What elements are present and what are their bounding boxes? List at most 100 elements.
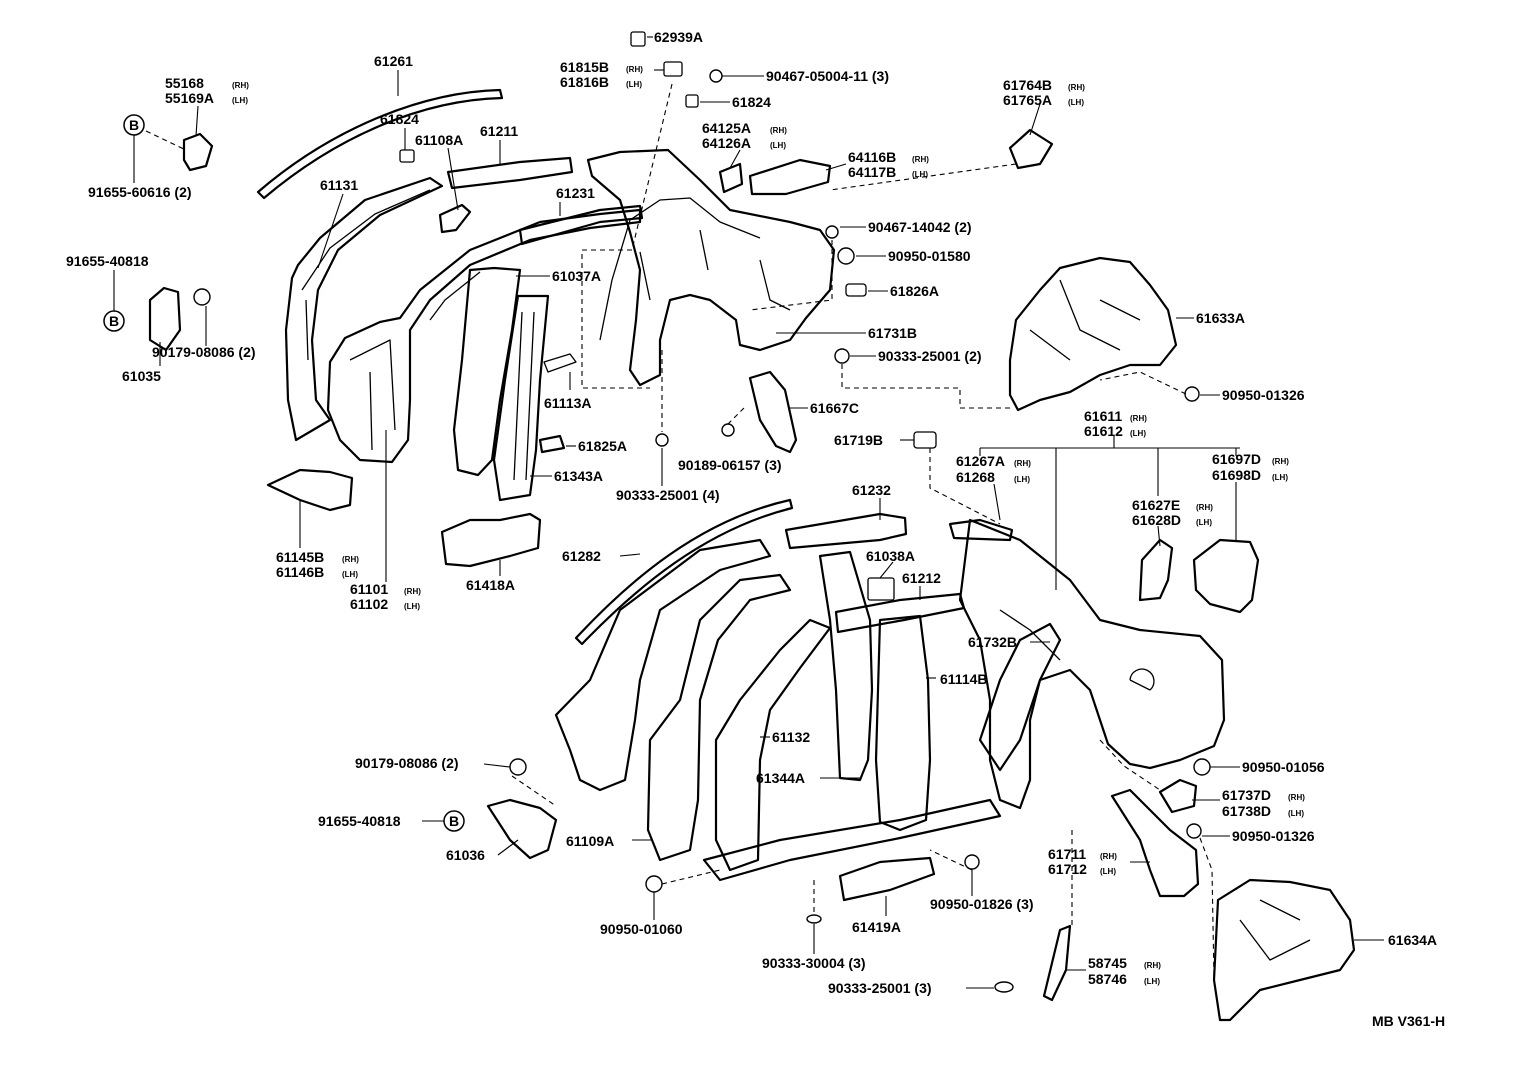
part-number-label: 61732B: [968, 634, 1017, 650]
part-61145B: [266, 468, 354, 512]
part-61212: [834, 592, 966, 634]
part-61667C: [748, 370, 798, 454]
part-number-label: 90189-06157 (3): [678, 457, 782, 473]
part-number-label: 61036: [446, 847, 485, 863]
part-number-label: 58746: [1088, 971, 1127, 987]
nut-90950-01580: [837, 247, 855, 265]
part-55168: [182, 132, 214, 172]
callout-labels: 62939A 61815B (RH) 61816B (LH) 90467-050…: [66, 29, 1437, 996]
part-number-label: 61667C: [810, 400, 859, 416]
part-number-label: 61232: [852, 482, 891, 498]
part-61109A-b: [646, 573, 792, 862]
part-number-label: 61719B: [834, 432, 883, 448]
side-marker: (RH): [1014, 459, 1031, 468]
part-number-label: 61146B: [276, 564, 324, 580]
clip-61824-top: [685, 94, 699, 108]
part-61634A-inner: [1239, 899, 1311, 961]
side-marker: (RH): [1100, 852, 1117, 861]
side-marker: (LH): [1130, 429, 1146, 438]
part-61633A-inner: [1029, 279, 1141, 361]
side-marker: (LH): [1014, 475, 1030, 484]
part-number-label: 61815B: [560, 59, 609, 75]
part-number-label: 61211: [480, 123, 518, 139]
svg-text:B: B: [129, 117, 139, 133]
part-number-label: 61145B: [276, 549, 324, 565]
part-61711: [1110, 788, 1200, 898]
part-number-label: 61419A: [852, 919, 901, 935]
side-marker: (RH): [342, 555, 359, 564]
part-number-label: 61826A: [890, 283, 939, 299]
clip-90467-05004: [709, 69, 723, 83]
nut-90950-01826: [964, 854, 980, 870]
part-number-label: 90179-08086 (2): [152, 344, 256, 360]
side-marker: (RH): [770, 126, 787, 135]
part-number-label: 90333-25001 (2): [878, 348, 982, 364]
part-61232: [784, 512, 908, 550]
part-number-label: 55169A: [165, 90, 214, 106]
side-marker: (RH): [232, 81, 249, 90]
part-61697D: [1192, 538, 1260, 614]
part-number-label: 61101: [350, 581, 388, 597]
clip-61826A: [845, 283, 867, 297]
part-number-label: 61764B: [1003, 77, 1052, 93]
side-marker: (LH): [232, 96, 248, 105]
clip-61824-left: [399, 149, 415, 163]
part-number-label: 61267A: [956, 453, 1005, 469]
part-61611: [958, 518, 1226, 810]
part-number-label: 61697D: [1212, 451, 1261, 467]
part-61109A: [554, 538, 772, 792]
part-61282: [574, 498, 794, 646]
part-number-label: 90950-01580: [888, 248, 971, 264]
part-number-label: 61698D: [1212, 467, 1261, 483]
part-number-label: 61612: [1084, 423, 1123, 439]
part-number-label: 90950-01326: [1222, 387, 1305, 403]
side-marker: (LH): [342, 570, 358, 579]
side-marker: (RH): [1272, 457, 1289, 466]
part-64116B: [748, 158, 832, 196]
part-number-label: 61109A: [566, 833, 614, 849]
part-number-label: 61634A: [1388, 932, 1437, 948]
part-61343A-inner: [513, 311, 535, 481]
part-number-label: 61344A: [756, 770, 805, 786]
part-number-label: 91655-40818: [318, 813, 401, 829]
part-number-label: 90950-01056: [1242, 759, 1325, 775]
part-number-label: 61711: [1048, 846, 1086, 862]
part-quarter-upper-inner: [599, 197, 791, 341]
side-marker: (LH): [1196, 518, 1212, 527]
part-number-label: 62939A: [654, 29, 703, 45]
part-number-label: 90467-14042 (2): [868, 219, 972, 235]
side-marker: (LH): [1272, 473, 1288, 482]
part-61037A: [452, 266, 522, 477]
part-61036: [486, 798, 558, 860]
part-number-label: 61114B: [940, 671, 988, 687]
part-number-label: 61627E: [1132, 497, 1180, 513]
part-number-label: 90179-08086 (2): [355, 755, 459, 771]
part-number-label: 61633A: [1196, 310, 1245, 326]
part-number-label: 61824: [732, 94, 771, 110]
part-61732B: [978, 622, 1062, 772]
part-number-label: 61035: [122, 368, 161, 384]
part-number-label: 90950-01326: [1232, 828, 1315, 844]
part-number-label: 61628D: [1132, 512, 1181, 528]
nut-90179-08086: [193, 288, 211, 306]
plug-90333-25001-2: [834, 348, 850, 364]
part-drawings: [148, 88, 1356, 1022]
side-marker: (RH): [1068, 83, 1085, 92]
part-number-label: 90333-30004 (3): [762, 955, 866, 971]
part-number-label: 61738D: [1222, 803, 1271, 819]
part-number-label: 61231: [556, 185, 595, 201]
plug-90333-25001-3: [994, 981, 1014, 993]
part-number-label: 64125A: [702, 120, 751, 136]
marker-b: B: [103, 310, 125, 332]
side-marker: (LH): [1144, 977, 1160, 986]
nut-90950-01326: [1184, 386, 1200, 402]
clip-62939A: [630, 31, 646, 47]
part-61419A: [838, 856, 936, 902]
part-number-label: 61824: [380, 111, 419, 127]
side-marker: (RH): [626, 65, 643, 74]
part-61611-inner: [999, 609, 1155, 691]
part-61131-inner: [301, 189, 431, 361]
part-number-label: 64116B: [848, 149, 896, 165]
part-61825A: [538, 434, 566, 454]
part-61267A: [948, 518, 1014, 542]
